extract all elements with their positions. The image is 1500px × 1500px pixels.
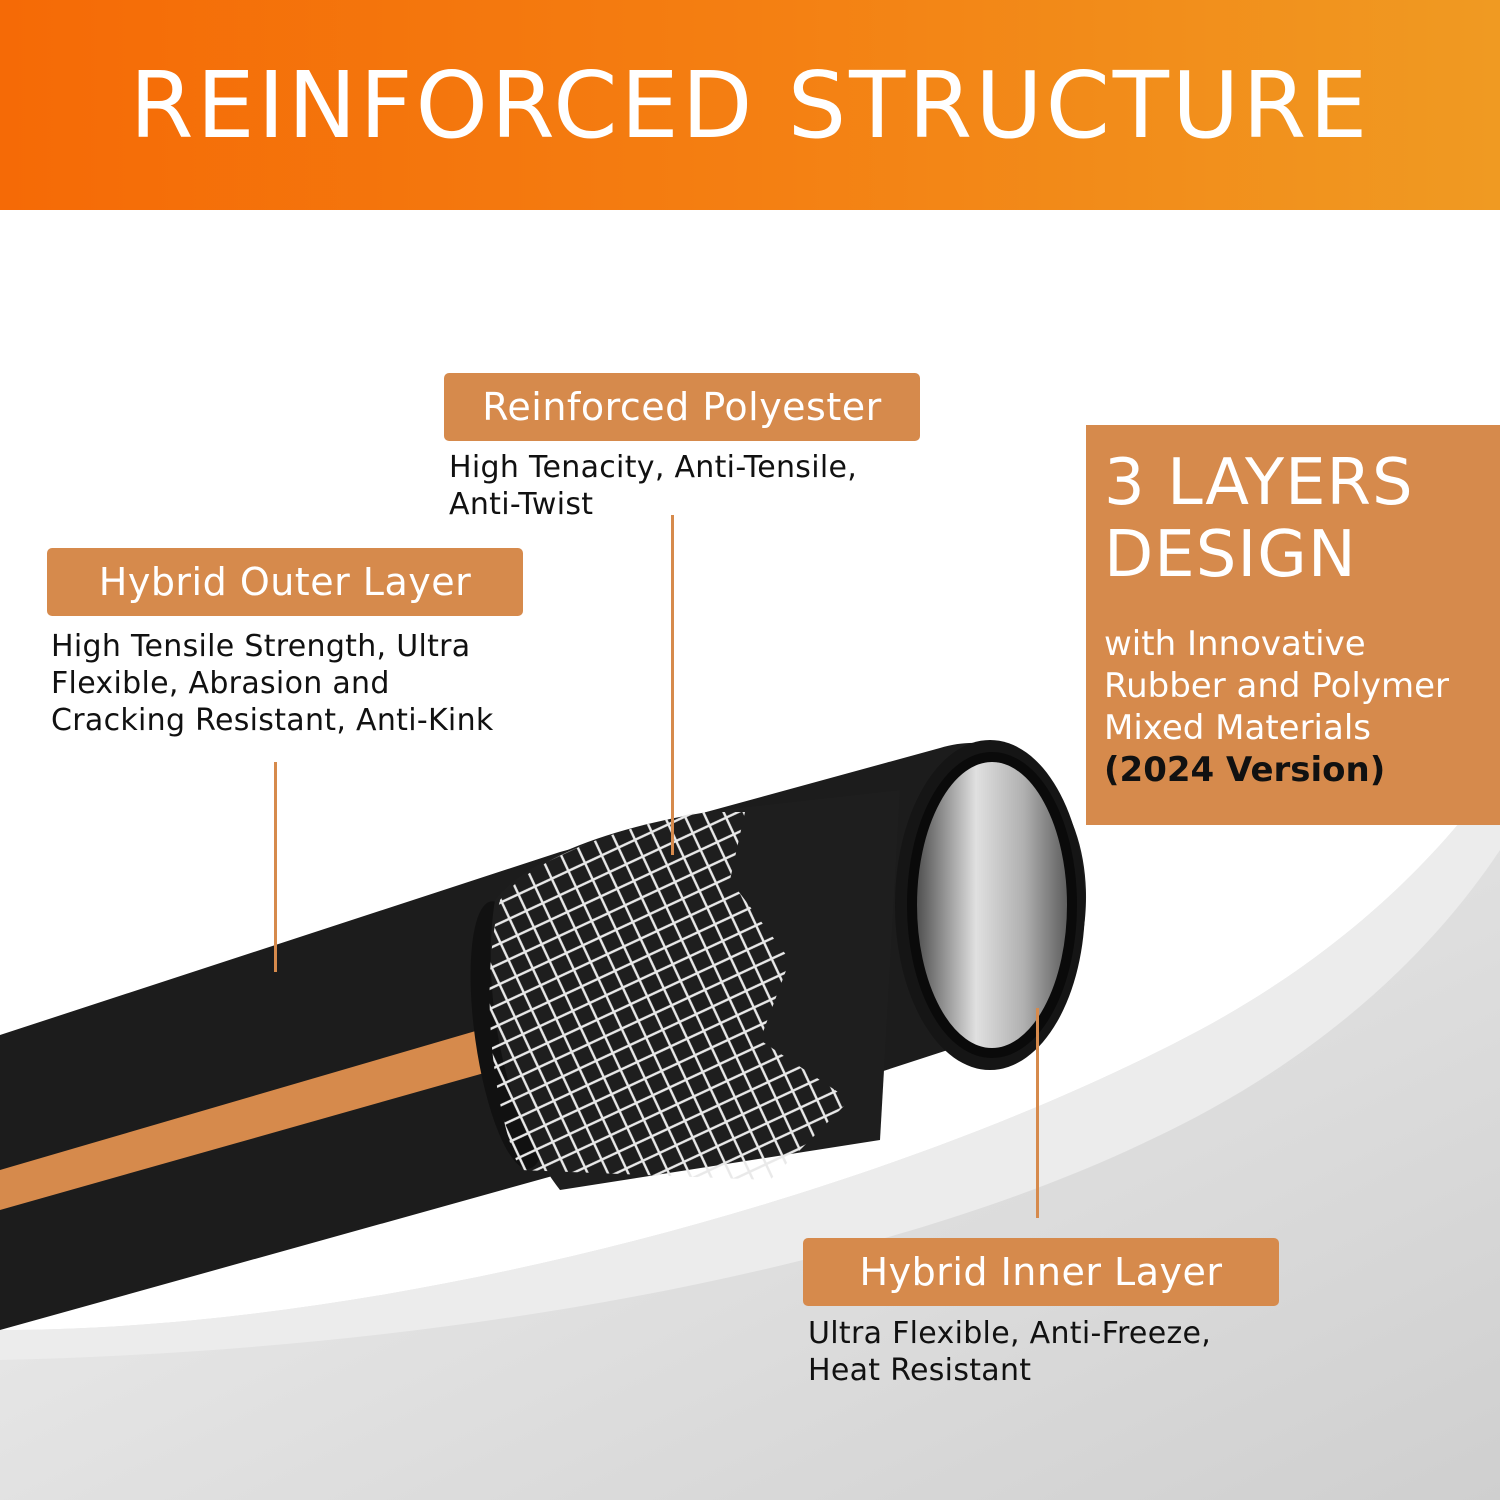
layers-design-box: 3 LAYERS DESIGN with Innovative Rubber a… [1086, 425, 1500, 825]
desc-hybrid-inner-layer: Ultra Flexible, Anti-Freeze, Heat Resist… [808, 1315, 1211, 1389]
version-label: (2024 Version) [1104, 750, 1386, 790]
leader-line-polyester [671, 515, 674, 855]
desc-line: Ultra Flexible, Anti-Freeze, [808, 1316, 1212, 1351]
header-banner: REINFORCED STRUCTURE [0, 0, 1500, 210]
desc-line: High Tensile Strength, Ultra [51, 629, 471, 664]
label-reinforced-polyester: Reinforced Polyester [444, 373, 920, 441]
layers-title-line: DESIGN [1104, 518, 1357, 592]
desc-line: Anti-Twist [449, 487, 594, 522]
layers-subtitle: with Innovative Rubber and Polymer Mixed… [1104, 623, 1500, 791]
layers-sub-line: Mixed Materials [1104, 708, 1372, 748]
label-hybrid-outer-layer: Hybrid Outer Layer [47, 548, 523, 616]
desc-hybrid-outer-layer: High Tensile Strength, Ultra Flexible, A… [51, 628, 494, 739]
layers-title-line: 3 LAYERS [1104, 446, 1414, 520]
label-hybrid-inner-layer: Hybrid Inner Layer [803, 1238, 1279, 1306]
desc-reinforced-polyester: High Tenacity, Anti-Tensile, Anti-Twist [449, 449, 857, 523]
leader-line-inner [1036, 1008, 1039, 1218]
desc-line: Flexible, Abrasion and [51, 666, 390, 701]
layers-sub-line: with Innovative [1104, 624, 1366, 664]
polyester-mesh-layer [470, 790, 900, 1190]
leader-line-outer [274, 762, 277, 972]
inner-bore [895, 740, 1085, 1070]
page-title: REINFORCED STRUCTURE [129, 51, 1371, 159]
layers-sub-line: Rubber and Polymer [1104, 666, 1449, 706]
desc-line: Heat Resistant [808, 1353, 1032, 1388]
desc-line: Cracking Resistant, Anti-Kink [51, 703, 494, 738]
desc-line: High Tenacity, Anti-Tensile, [449, 450, 858, 485]
layers-title: 3 LAYERS DESIGN [1104, 447, 1500, 591]
